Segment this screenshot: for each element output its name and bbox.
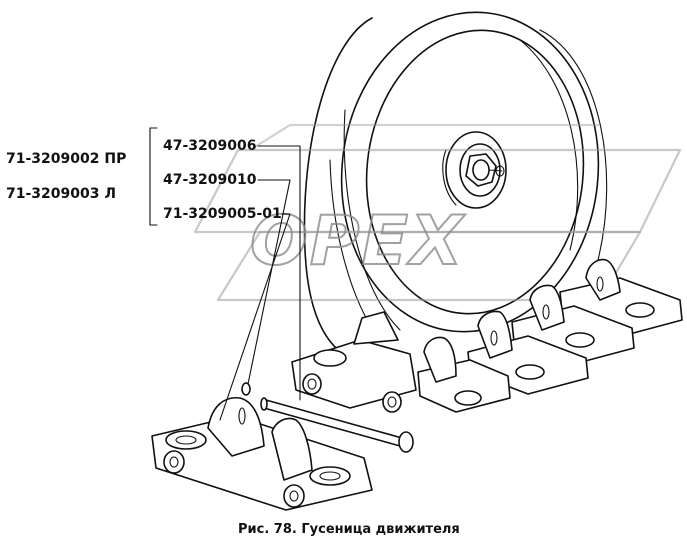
track-pin [260,397,414,453]
washer [241,382,251,396]
part-label-1: 47-3209006 [163,138,256,154]
track-link [291,311,417,413]
assembly-label-right: 71-3209002 ПР [6,151,126,167]
part-label-2: 47-3209010 [163,172,257,188]
callout-labels: 71-3209002 ПР 71-3209003 Л 47-3209006 47… [6,138,282,222]
part-label-3: 71-3209005-01 [163,206,282,222]
detached-track-link [151,397,373,511]
figure-caption: Рис. 78. Гусеница движителя [238,522,460,537]
leader-lines [149,127,301,421]
assembly-label-left: 71-3209003 Л [6,186,116,202]
track-chain [151,258,683,511]
track-link [417,336,511,413]
watermark: OPEX [193,123,682,302]
